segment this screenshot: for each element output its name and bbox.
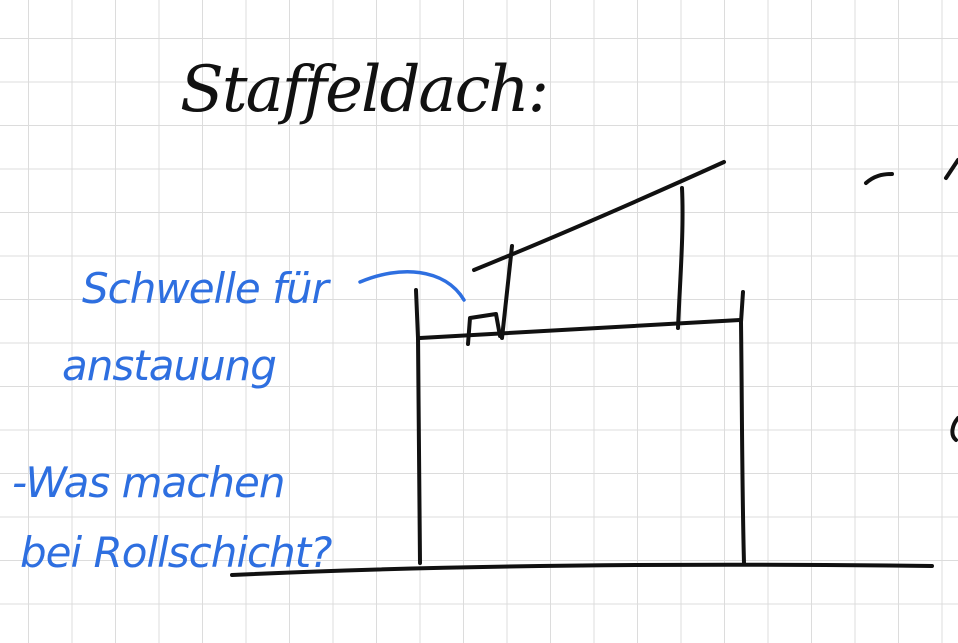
building-left-wall <box>416 336 422 565</box>
building-right-wall <box>739 320 746 565</box>
ground-line <box>230 562 934 577</box>
roof-post-left <box>500 244 514 340</box>
note-threshold: Schwelle für <box>82 264 329 313</box>
edge-mark-3 <box>950 416 958 442</box>
parapet-left <box>414 288 420 340</box>
roof-post-right <box>676 186 685 330</box>
annotation-arrow <box>358 270 466 302</box>
building-top-line <box>418 318 742 340</box>
upper-roof-slope <box>472 160 726 272</box>
note-question-line2: bei Rollschicht? <box>20 528 332 577</box>
edge-mark-2 <box>944 158 958 180</box>
note-question-line1: -Was machen <box>12 458 285 507</box>
threshold-shape <box>466 312 502 346</box>
page-title: Staffeldach: <box>180 53 549 127</box>
edge-mark-1 <box>864 172 894 185</box>
parapet-right <box>739 290 745 324</box>
note-backwater: anstauung <box>62 341 277 390</box>
